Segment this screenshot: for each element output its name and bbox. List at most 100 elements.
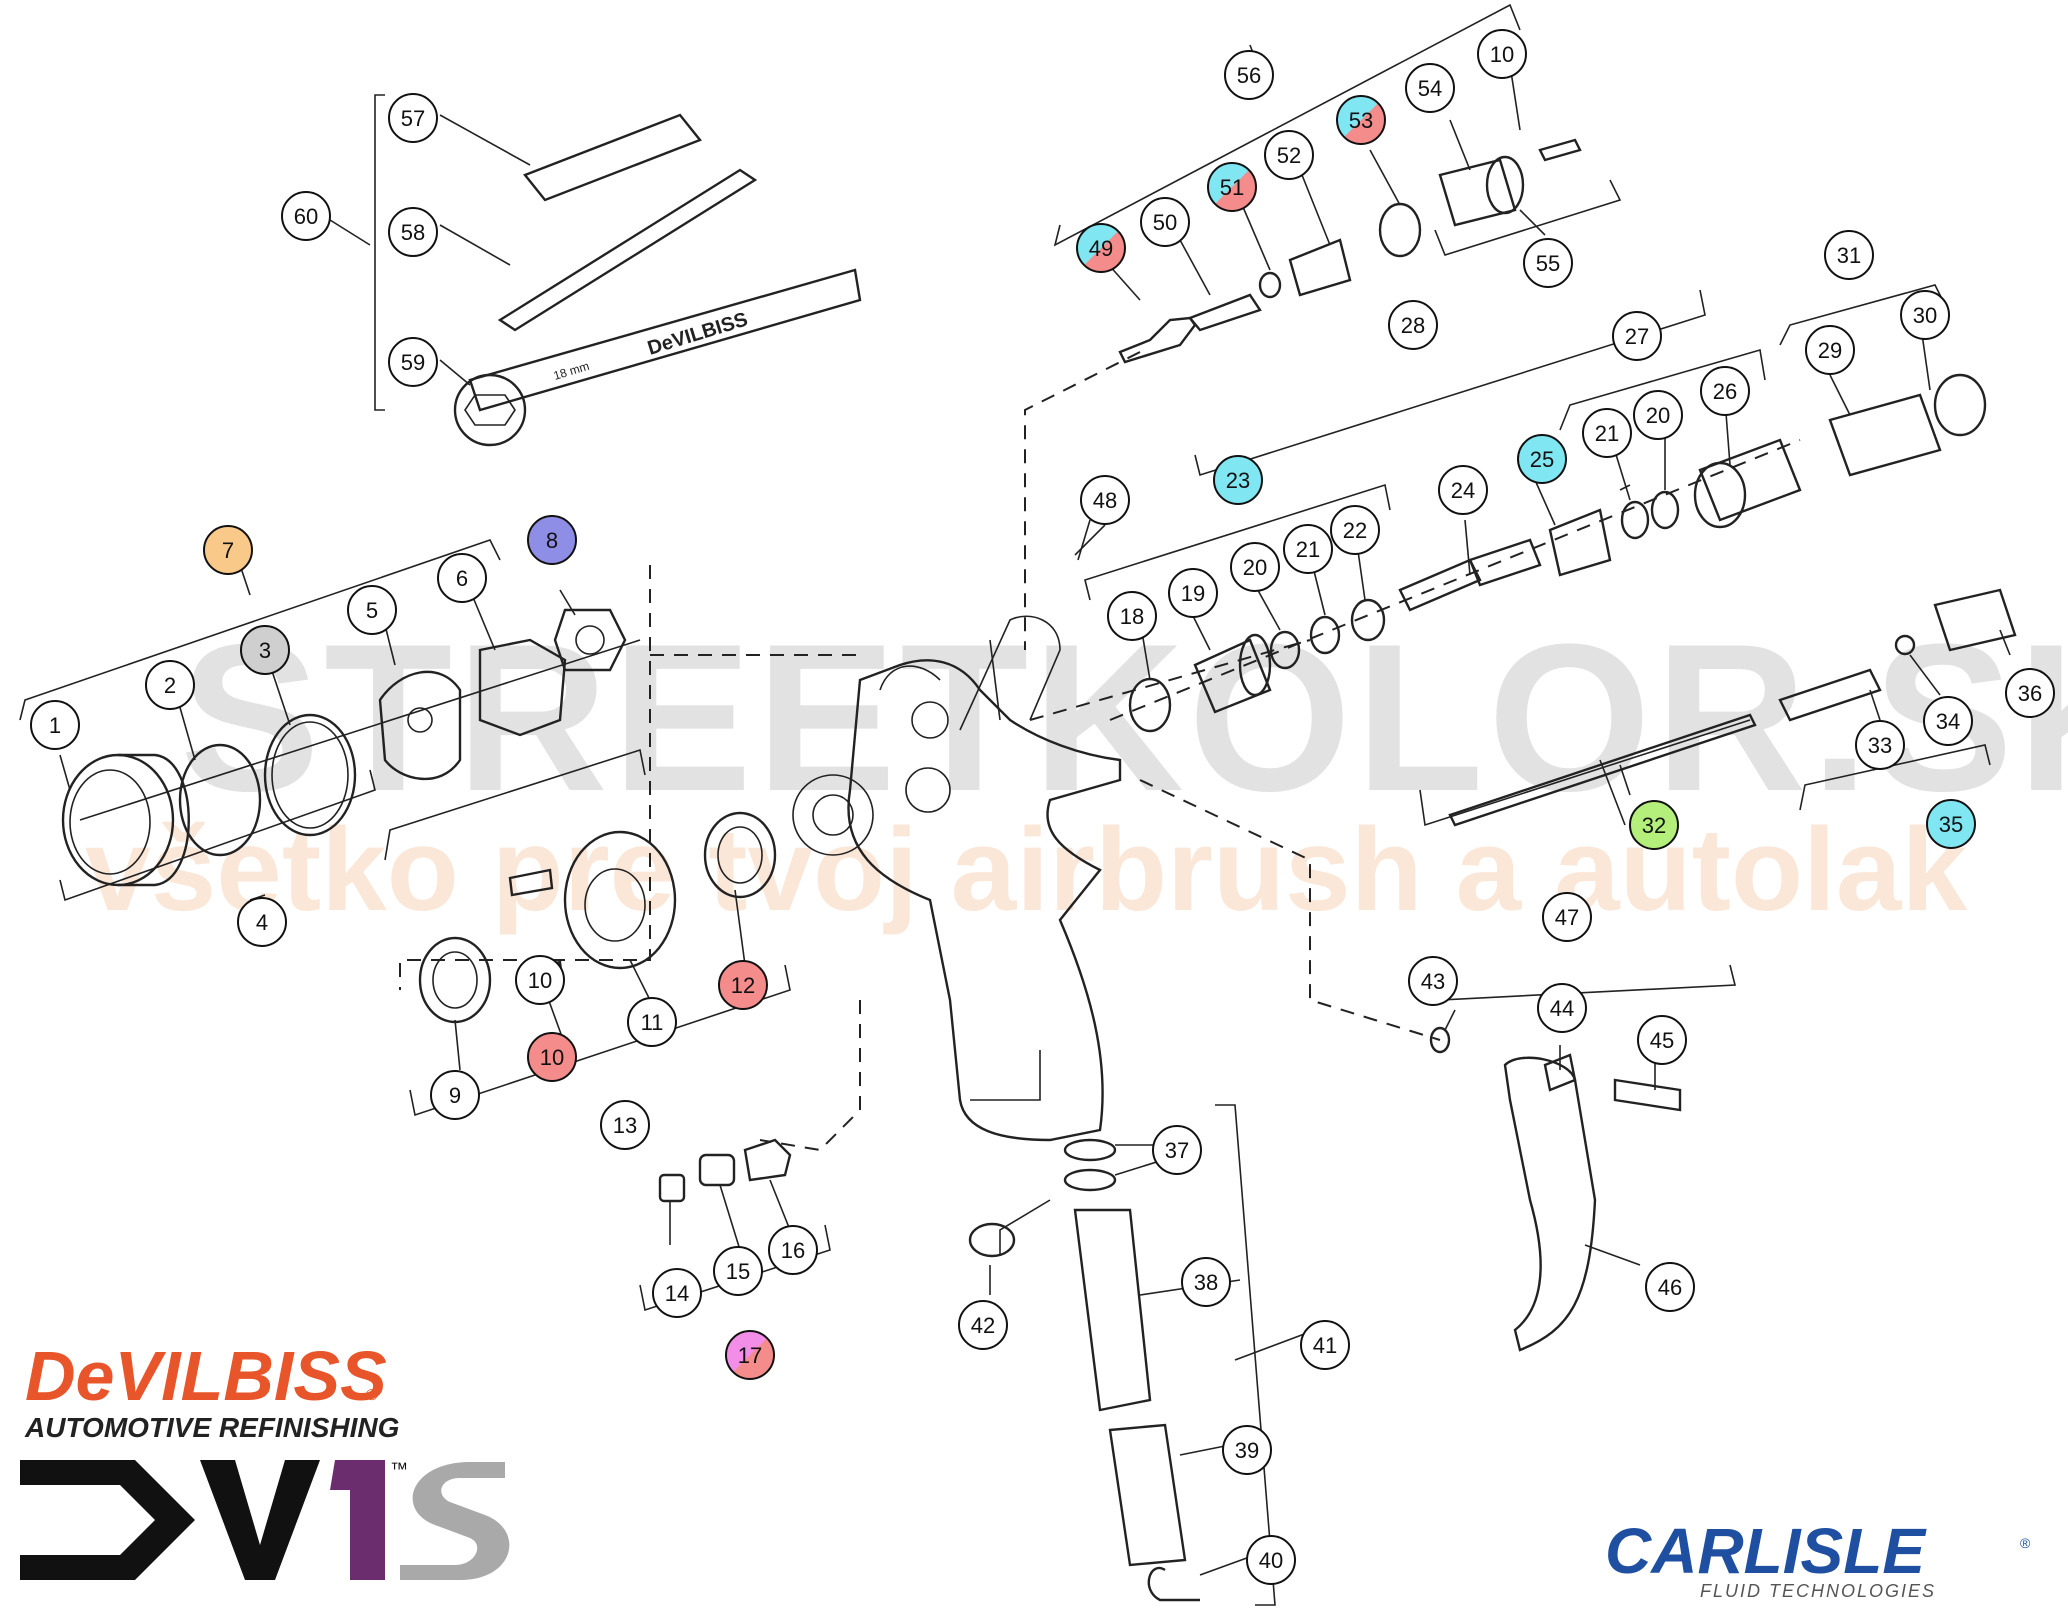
callout-circle xyxy=(652,1268,702,1318)
callout-circle xyxy=(1438,465,1488,515)
callout-circle xyxy=(1645,1262,1695,1312)
wrench-brand-text: DeVILBISS xyxy=(645,309,750,360)
devilbiss-subtitle: AUTOMOTIVE REFINISHING xyxy=(24,1412,399,1443)
callout-number: 59 xyxy=(401,350,425,375)
callout-number: 22 xyxy=(1343,518,1367,543)
callout-circle xyxy=(1637,1015,1687,1065)
callout-number: 56 xyxy=(1237,63,1261,88)
part-callout-22: 22 xyxy=(1330,505,1380,555)
air-valve-group xyxy=(658,1138,792,1203)
callout-number: 2 xyxy=(164,673,176,698)
part-callout-21: 21 xyxy=(1582,408,1632,458)
callout-circle xyxy=(1582,408,1632,458)
callout-circle xyxy=(430,1070,480,1120)
callout-number: 41 xyxy=(1313,1333,1337,1358)
callout-circle xyxy=(527,515,577,565)
callout-number: 54 xyxy=(1418,76,1442,101)
carlisle-subtitle: FLUID TECHNOLOGIES xyxy=(1700,1581,1936,1601)
devilbiss-logo: DeVILBISS ® AUTOMOTIVE REFINISHING xyxy=(24,1337,399,1443)
callout-number: 20 xyxy=(1243,555,1267,580)
part-callout-5: 5 xyxy=(347,585,397,635)
callout-circle xyxy=(627,997,677,1047)
callout-number: 12 xyxy=(731,973,755,998)
part-callout-38: 38 xyxy=(1181,1257,1231,1307)
callout-number: 53 xyxy=(1349,108,1373,133)
part-callout-36: 36 xyxy=(2005,668,2055,718)
callout-circle xyxy=(1537,983,1587,1033)
callout-number: 10 xyxy=(528,968,552,993)
part-callout-16: 16 xyxy=(768,1225,818,1275)
callout-circle xyxy=(1477,29,1527,79)
part-callout-9: 9 xyxy=(430,1070,480,1120)
callout-circle xyxy=(388,337,438,387)
part-callout-12: 12 xyxy=(718,960,768,1010)
callout-number: 39 xyxy=(1235,1438,1259,1463)
callout-number: 3 xyxy=(259,638,271,663)
watermark: STREETKOLOR.SK všetko pre tvoj airbrush … xyxy=(85,600,2068,936)
part-callout-7: 7 xyxy=(203,525,253,575)
part-callout-60: 60 xyxy=(281,191,331,241)
part-callout-8: 8 xyxy=(527,515,577,565)
part-callout-30: 30 xyxy=(1900,290,1950,340)
callout-number: 19 xyxy=(1181,581,1205,606)
part-callout-31: 31 xyxy=(1824,230,1874,280)
callout-number: 32 xyxy=(1642,813,1666,838)
part-callout-17: 17 xyxy=(725,1330,775,1380)
part-callout-21: 21 xyxy=(1283,524,1333,574)
part-callout-57: 57 xyxy=(388,93,438,143)
part-callout-20: 20 xyxy=(1230,542,1280,592)
callout-circle xyxy=(281,191,331,241)
part-callout-10: 10 xyxy=(527,1032,577,1082)
callout-number: 10 xyxy=(540,1045,564,1070)
part-callout-15: 15 xyxy=(713,1246,763,1296)
callout-number: 33 xyxy=(1868,733,1892,758)
callout-circle xyxy=(1523,238,1573,288)
callout-circle xyxy=(1824,230,1874,280)
part-callout-43: 43 xyxy=(1408,956,1458,1006)
air-cap-group xyxy=(61,608,627,887)
part-callout-10: 10 xyxy=(1477,29,1527,79)
callout-number: 60 xyxy=(294,204,318,229)
callout-circle xyxy=(1923,696,1973,746)
callout-circle xyxy=(725,1330,775,1380)
part-callout-48: 48 xyxy=(1080,475,1130,525)
callout-number: 11 xyxy=(641,1010,664,1035)
callout-number: 27 xyxy=(1625,324,1649,349)
part-callout-14: 14 xyxy=(652,1268,702,1318)
part-callout-51: 51 xyxy=(1207,162,1257,212)
part-callout-59: 59 xyxy=(388,337,438,387)
part-callout-1: 1 xyxy=(30,700,80,750)
devilbiss-wordmark: DeVILBISS xyxy=(25,1337,387,1415)
part-callout-45: 45 xyxy=(1637,1015,1687,1065)
part-callout-49: 49 xyxy=(1076,223,1126,273)
callout-number: 9 xyxy=(449,1083,461,1108)
callout-number: 31 xyxy=(1837,243,1861,268)
part-callout-47: 47 xyxy=(1542,892,1592,942)
part-callout-42: 42 xyxy=(958,1300,1008,1350)
callout-circle xyxy=(713,1246,763,1296)
callout-number: 21 xyxy=(1595,421,1619,446)
part-callout-50: 50 xyxy=(1140,197,1190,247)
dv1s-logo: ™ xyxy=(20,1459,510,1580)
callout-circle xyxy=(1140,197,1190,247)
part-callout-6: 6 xyxy=(437,553,487,603)
part-callout-46: 46 xyxy=(1645,1262,1695,1312)
callout-circle xyxy=(1246,1535,1296,1585)
part-callout-34: 34 xyxy=(1923,696,1973,746)
callout-number: 24 xyxy=(1451,478,1475,503)
part-callout-32: 32 xyxy=(1629,800,1679,850)
part-callout-54: 54 xyxy=(1405,63,1455,113)
callout-number: 14 xyxy=(665,1281,689,1306)
callout-circle xyxy=(388,207,438,257)
part-callout-33: 33 xyxy=(1855,720,1905,770)
callout-number: 37 xyxy=(1165,1138,1189,1163)
callout-number: 7 xyxy=(222,538,234,563)
part-callout-55: 55 xyxy=(1523,238,1573,288)
part-callout-58: 58 xyxy=(388,207,438,257)
callout-number: 1 xyxy=(49,713,61,738)
callout-circle xyxy=(1388,300,1438,350)
callout-circle xyxy=(30,700,80,750)
callout-circle xyxy=(1330,505,1380,555)
callout-circle xyxy=(1230,542,1280,592)
part-callout-26: 26 xyxy=(1700,366,1750,416)
